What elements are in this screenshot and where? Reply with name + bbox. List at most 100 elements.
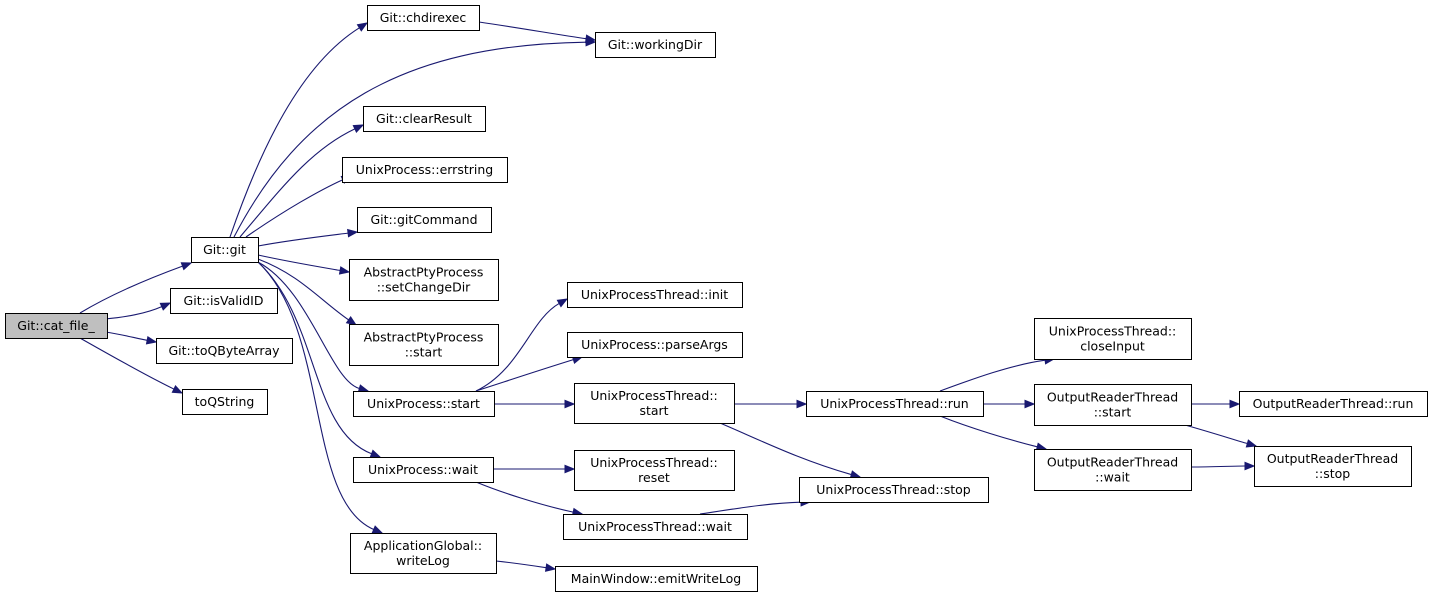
node-label-apStart-line1: AbstractPtyProcess (364, 330, 484, 345)
node-label-ortWait-line1: OutputReaderThread (1047, 455, 1178, 470)
node-isValidID[interactable]: Git::isValidID (170, 288, 278, 314)
node-clearResult[interactable]: Git::clearResult (363, 106, 486, 132)
node-label-workingDir: Git::workingDir (608, 37, 703, 52)
node-box-uptWait (563, 514, 748, 540)
node-uptWait[interactable]: UnixProcessThread::wait (563, 514, 748, 540)
node-label-uptStart-line1: UnixProcessThread:: (590, 388, 718, 403)
edge-writeLog-to-emitWriteLog (495, 560, 547, 569)
node-closeInput[interactable]: UnixProcessThread::closeInput (1034, 318, 1192, 360)
node-box-isValidID (170, 288, 278, 314)
node-box-ortStop (1254, 446, 1412, 487)
arrowhead-git-to-setChangeDir (338, 266, 351, 275)
node-toQByteArray[interactable]: Git::toQByteArray (156, 338, 293, 364)
arrowhead-cat_file-to-toQString (171, 384, 184, 394)
node-toQString[interactable]: toQString (182, 389, 268, 415)
arrowhead-upWait-to-uptReset (564, 464, 576, 474)
node-label-uptReset-line2: reset (638, 470, 670, 485)
edge-git-to-chdirexec (229, 27, 360, 238)
node-box-closeInput (1034, 318, 1192, 360)
arrowhead-git-to-apStart (345, 316, 358, 326)
arrowhead-cat_file-to-toQByteArray (145, 335, 158, 345)
node-label-clearResult: Git::clearResult (376, 111, 472, 126)
arrowhead-chdirexec-to-workingDir (584, 34, 597, 43)
node-box-gitCommand (357, 207, 492, 233)
nodes-layer: Git::cat_file_Git::gitGit::isValidIDGit:… (5, 5, 1428, 592)
arrowhead-git-to-gitCommand (347, 228, 359, 238)
node-parseArgs[interactable]: UnixProcess::parseArgs (567, 332, 743, 358)
node-label-cat_file: Git::cat_file_ (17, 318, 95, 333)
edge-cat_file-to-toQString (79, 337, 175, 390)
node-ortRun[interactable]: OutputReaderThread::run (1239, 391, 1428, 417)
arrowhead-upStart-to-uptStart (564, 399, 576, 409)
node-box-chdirexec (367, 5, 480, 31)
node-ortWait[interactable]: OutputReaderThread::wait (1034, 449, 1192, 491)
node-label-isValidID: Git::isValidID (184, 293, 264, 308)
node-label-uptWait: UnixProcessThread::wait (578, 519, 732, 534)
arrowhead-writeLog-to-emitWriteLog (544, 563, 557, 572)
node-uptReset[interactable]: UnixProcessThread::reset (574, 450, 735, 491)
node-uptInit[interactable]: UnixProcessThread::init (567, 282, 743, 308)
arrowhead-ortStart-to-ortStop (1245, 439, 1258, 448)
node-apStart[interactable]: AbstractPtyProcess::start (349, 324, 499, 366)
node-workingDir[interactable]: Git::workingDir (595, 32, 716, 58)
node-box-parseArgs (567, 332, 743, 358)
arrowhead-uptStart-to-uptStop (849, 470, 862, 479)
node-uptStop[interactable]: UnixProcessThread::stop (799, 477, 989, 503)
node-gitCommand[interactable]: Git::gitCommand (357, 207, 492, 233)
edge-cat_file-to-toQByteArray (104, 331, 148, 341)
edge-git-to-upWait (257, 261, 372, 455)
node-emitWriteLog[interactable]: MainWindow::emitWriteLog (555, 566, 758, 592)
node-label-ortStart-line1: OutputReaderThread (1047, 390, 1178, 405)
arrowhead-git-to-chdirexec (356, 22, 369, 32)
node-box-ortRun (1239, 391, 1428, 417)
node-box-uptRun (806, 391, 984, 417)
edge-uptStart-to-uptStop (719, 422, 852, 476)
node-label-uptInit: UnixProcessThread::init (581, 287, 728, 302)
edge-git-to-gitCommand (257, 232, 349, 247)
node-chdirexec[interactable]: Git::chdirexec (367, 5, 480, 31)
node-label-ortRun: OutputReaderThread::run (1253, 396, 1414, 411)
node-label-ortStart-line2: ::start (1094, 405, 1132, 420)
edge-git-to-workingDir (233, 41, 587, 238)
edges-layer (79, 21, 1258, 572)
arrowhead-git-to-upWait (369, 449, 382, 458)
node-ortStart[interactable]: OutputReaderThread::start (1034, 384, 1192, 426)
node-errstring[interactable]: UnixProcess::errstring (342, 157, 508, 183)
node-uptStart[interactable]: UnixProcessThread::start (574, 383, 735, 424)
node-label-chdirexec: Git::chdirexec (380, 10, 467, 25)
arrowhead-uptRun-to-ortStart (1024, 399, 1036, 409)
arrowhead-ortWait-to-ortStop (1244, 461, 1256, 471)
node-label-setChangeDir-line1: AbstractPtyProcess (364, 265, 484, 280)
edge-uptWait-to-uptStop (699, 501, 802, 515)
node-label-gitCommand: Git::gitCommand (370, 212, 477, 227)
node-box-toQByteArray (156, 338, 293, 364)
node-git[interactable]: Git::git (191, 237, 259, 263)
node-box-apStart (349, 324, 499, 366)
node-label-parseArgs: UnixProcess::parseArgs (581, 337, 728, 352)
node-setChangeDir[interactable]: AbstractPtyProcess::setChangeDir (349, 259, 499, 301)
node-label-upStart: UnixProcess::start (367, 396, 480, 411)
node-ortStop[interactable]: OutputReaderThread::stop (1254, 446, 1412, 487)
node-box-setChangeDir (349, 259, 499, 301)
arrowhead-git-to-upStart (357, 384, 370, 393)
edge-upStart-to-parseArgs (475, 359, 574, 392)
edge-git-to-clearResult (239, 128, 356, 238)
node-label-errstring: UnixProcess::errstring (356, 162, 493, 177)
node-cat_file[interactable]: Git::cat_file_ (5, 313, 108, 339)
node-upWait[interactable]: UnixProcess::wait (353, 457, 494, 483)
arrowhead-cat_file-to-git (180, 262, 193, 271)
node-label-writeLog-line2: writeLog (396, 553, 450, 568)
arrowhead-uptStart-to-uptRun (796, 399, 808, 409)
node-box-toQString (182, 389, 268, 415)
node-box-ortWait (1034, 449, 1192, 491)
arrowhead-upStart-to-uptInit (556, 298, 569, 308)
node-box-uptInit (567, 282, 743, 308)
node-writeLog[interactable]: ApplicationGlobal::writeLog (350, 533, 497, 574)
edge-git-to-apStart (257, 258, 349, 321)
node-label-uptReset-line1: UnixProcessThread:: (590, 455, 718, 470)
node-upStart[interactable]: UnixProcess::start (353, 391, 495, 417)
node-box-uptStop (799, 477, 989, 503)
node-uptRun[interactable]: UnixProcessThread::run (806, 391, 984, 417)
edge-cat_file-to-isValidID (104, 306, 162, 320)
